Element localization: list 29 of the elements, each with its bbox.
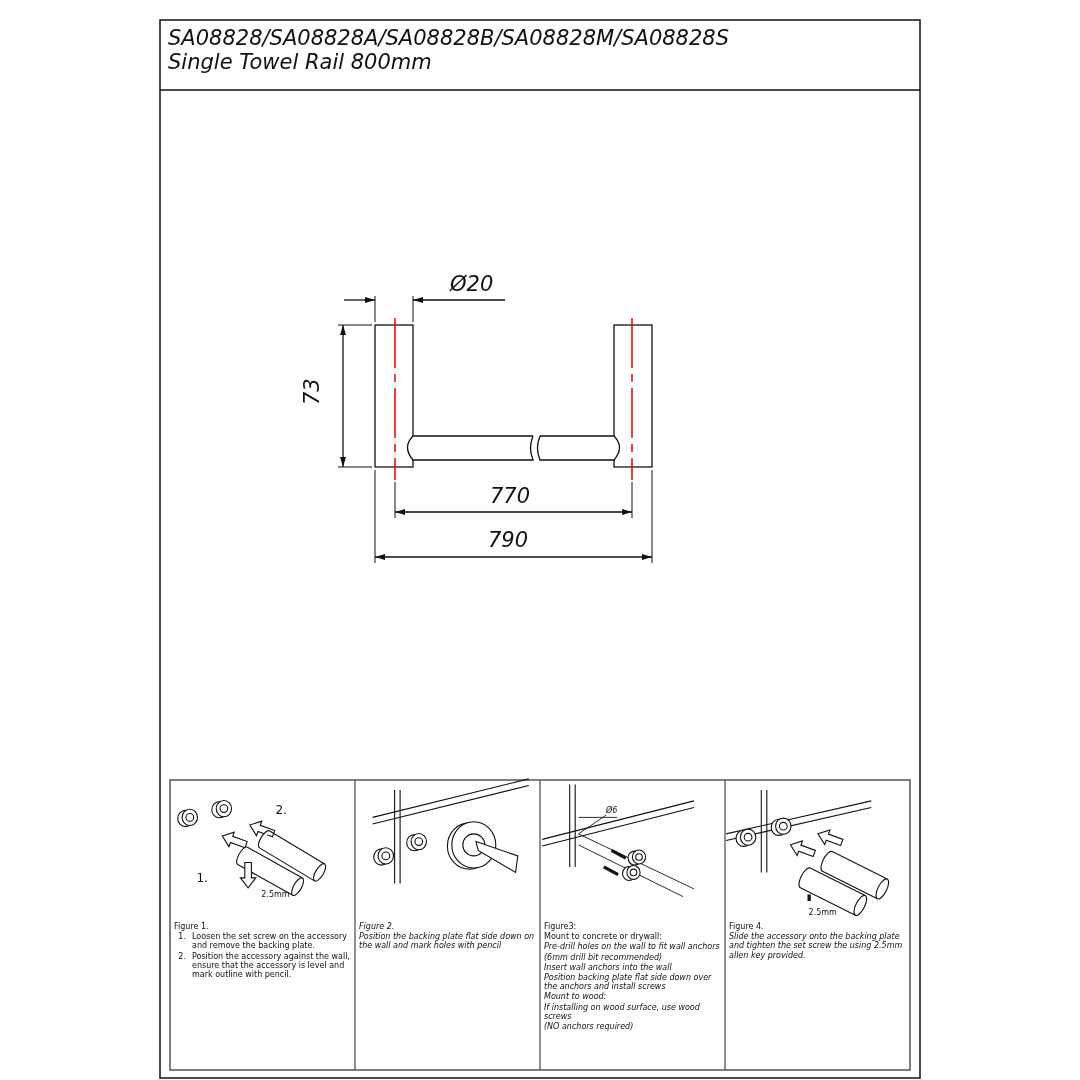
figure-caption: Figure 4. <box>729 922 765 932</box>
instruction-text: Mount to concrete or drywall: <box>544 932 663 942</box>
instruction-text: Loosen the set screw on the accessory and remove the backing plate. <box>192 932 348 951</box>
dimension-text: Ø6 <box>606 806 619 816</box>
figure-caption: Figure3: <box>544 922 578 932</box>
instruction-text: Pre-drill holes on the wall to fit wall anchors <box>544 942 721 952</box>
instruction-text: Insert wall anchors into the wall <box>544 962 673 972</box>
figure-caption: Figure 2. <box>359 922 396 932</box>
instruction-text: Position the backing plate flat side down on the wall and mark holes with pencil <box>359 932 536 951</box>
instruction-text: Position the accessory against the wall, ensure that the accessory is level and mark outline with pencil. <box>192 951 351 980</box>
step-number: 1. <box>196 872 209 887</box>
instruction-text: (NO anchors required) <box>544 1021 635 1032</box>
instruction-text: (6mm drill bit recommended) <box>544 952 664 962</box>
instruction-text: If installing on wood surface, use wood screws <box>544 1002 701 1021</box>
product-title: Single Towel Rail 800mm <box>168 50 433 75</box>
dimension-text: Ø20 <box>450 272 495 297</box>
list-number: 1. <box>177 932 186 944</box>
dimension-text: 770 <box>490 484 532 509</box>
step-number: 2. <box>275 804 289 818</box>
dimension-text: 790 <box>488 528 530 553</box>
instruction-text: Position backing plate flat side down over the anchors and install screws <box>544 972 713 992</box>
dimension-text: 73 <box>300 378 325 405</box>
size-text: 2.5mm <box>261 890 291 900</box>
instruction-text: Slide the accessory onto the backing plate and tighten the set screw the using 2.5mm allen key provided. <box>729 932 904 960</box>
size-text: 2.5mm <box>808 907 838 917</box>
figure-caption: Figure 1. <box>174 922 210 932</box>
list-number: 2. <box>177 951 186 963</box>
product-codes: SA08828/SA08828A/SA08828B/SA08828M/SA08828S <box>168 26 731 51</box>
instruction-text: Mount to wood: <box>544 992 608 1002</box>
